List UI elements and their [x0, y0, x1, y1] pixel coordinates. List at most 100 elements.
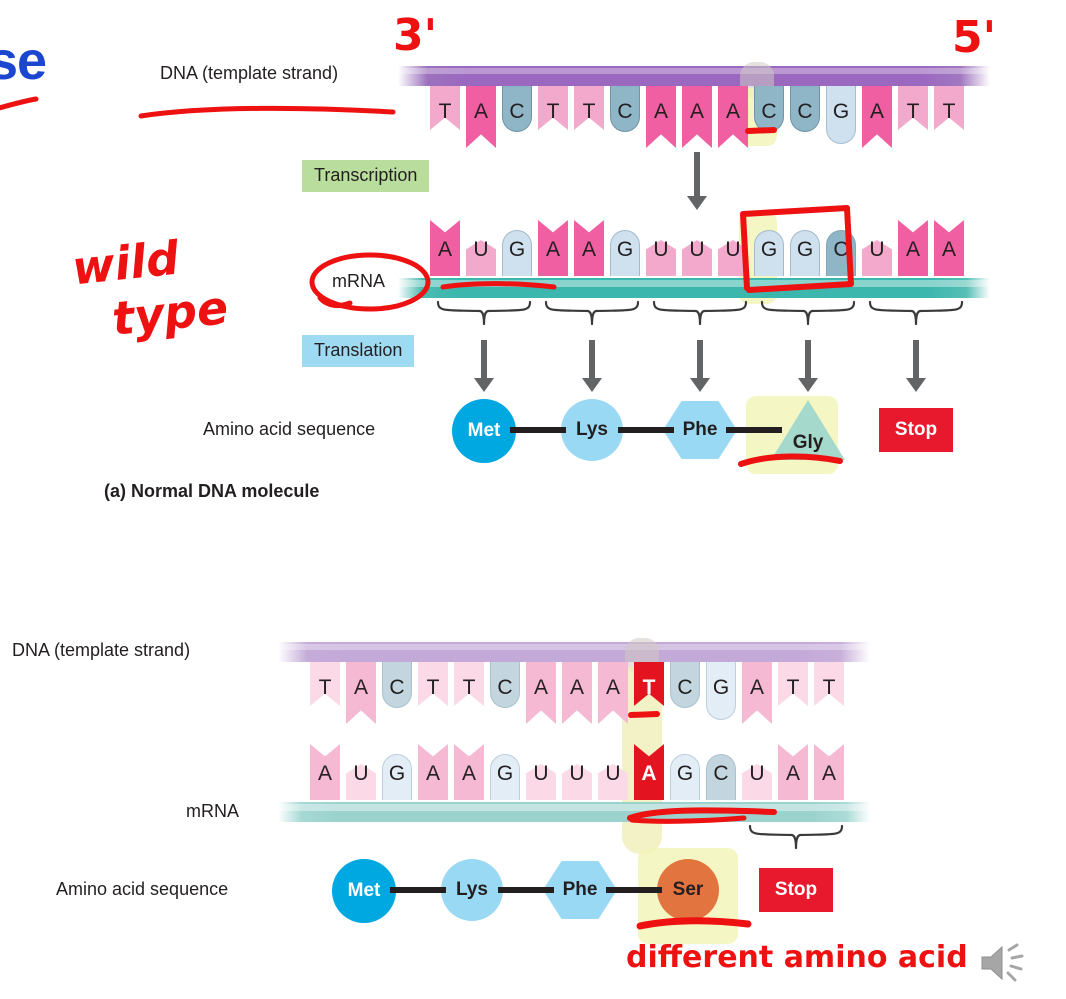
codon-brace-2 — [650, 300, 750, 328]
mrna-base-a-4: A — [454, 744, 484, 800]
amino-acid-label: Stop — [774, 879, 818, 900]
base-letter: C — [761, 99, 777, 123]
base-letter: A — [749, 675, 764, 699]
base-letter: A — [605, 675, 620, 699]
base-letter: C — [509, 99, 525, 123]
base-shape — [706, 662, 736, 720]
mrna-base-u-7: U — [562, 748, 592, 800]
base-letter: T — [318, 675, 332, 699]
base-letter: U — [533, 761, 549, 785]
base-letter: A — [653, 99, 668, 123]
base-letter: T — [906, 99, 920, 123]
amino-acid-stop: Stop — [879, 408, 953, 452]
dna-base-c-2: C — [502, 86, 532, 138]
translation-arrow-2 — [690, 340, 710, 394]
base-letter: U — [353, 761, 369, 785]
base-letter: G — [496, 761, 514, 785]
panel-a-dna-label: DNA (template strand) — [160, 63, 339, 83]
amino-acid-lys: Lys — [561, 399, 623, 461]
amino-acid-label: Lys — [575, 419, 609, 440]
base-letter: A — [641, 761, 657, 785]
panel-a-mrna-label: mRNA — [332, 271, 385, 291]
transcription-box: Transcription — [302, 160, 430, 192]
panel-b-dna-backbone — [278, 642, 870, 662]
dna-base-t-4: T — [574, 86, 604, 138]
base-letter: U — [569, 761, 585, 785]
mrna-base-u-1: U — [466, 224, 496, 276]
mrna-base-a-4: A — [574, 220, 604, 276]
amino-acid-met: Met — [452, 399, 516, 463]
dna-base-g-11: G — [706, 662, 736, 720]
base-shape — [670, 662, 700, 708]
mrna-base-a-14: A — [814, 744, 844, 800]
amino-acid-label: Phe — [562, 879, 598, 900]
base-letter: A — [533, 675, 548, 699]
dna-base-a-12: A — [862, 86, 892, 148]
mrna-base-u-8: U — [598, 748, 628, 800]
dna-base-a-6: A — [526, 662, 556, 724]
codon-brace-1 — [542, 300, 642, 328]
mrna-base-a-3: A — [418, 744, 448, 800]
annotation-different-amino-acid: different amino acid — [626, 940, 968, 975]
dna-base-t-9: T — [634, 662, 664, 714]
base-letter: C — [797, 99, 813, 123]
dna-base-a-1: A — [466, 86, 496, 148]
amino-acid-stop: Stop — [759, 868, 833, 912]
base-shape — [790, 86, 820, 132]
mrna-base-a-0: A — [430, 220, 460, 276]
dna-base-t-14: T — [934, 86, 964, 138]
base-shape — [706, 754, 736, 800]
base-letter: A — [545, 237, 560, 261]
panel-b-aa-label: Amino acid sequence — [56, 879, 229, 899]
translation-arrow-0 — [474, 340, 494, 394]
base-letter: C — [497, 675, 513, 699]
base-letter: G — [676, 761, 694, 785]
base-letter: C — [677, 675, 693, 699]
annotation-wild-type-line2: type — [109, 280, 231, 346]
base-letter: C — [833, 237, 849, 261]
translation-arrow-1 — [582, 340, 602, 394]
base-shape — [610, 86, 640, 132]
dna-base-t-14: T — [814, 662, 844, 714]
dna-base-a-1: A — [346, 662, 376, 724]
base-letter: A — [317, 761, 332, 785]
speaker-icon[interactable] — [976, 940, 1030, 991]
dna-base-t-0: T — [430, 86, 460, 138]
peptide-bond — [510, 427, 566, 433]
base-letter: T — [582, 99, 596, 123]
base-shape — [826, 86, 856, 144]
base-letter: C — [713, 761, 729, 785]
dna-base-c-5: C — [490, 662, 520, 714]
panel-a-aa-label: Amino acid sequence — [203, 419, 376, 439]
mrna-base-a-0: A — [310, 744, 340, 800]
mrna-base-u-8: U — [718, 224, 748, 276]
amino-acid-label: Phe — [682, 419, 718, 440]
base-shape — [610, 230, 640, 276]
ink-tick-title — [0, 96, 50, 116]
amino-acid-gly: Gly — [771, 400, 845, 460]
translation-arrow-4 — [906, 340, 926, 394]
base-letter: A — [569, 675, 584, 699]
base-shape — [490, 754, 520, 800]
codon-brace-4 — [866, 300, 966, 328]
base-letter: U — [605, 761, 621, 785]
dna-base-a-8: A — [718, 86, 748, 148]
base-letter: A — [437, 237, 452, 261]
base-shape — [382, 754, 412, 800]
base-shape — [382, 662, 412, 708]
base-letter: T — [462, 675, 476, 699]
dna-base-c-9: C — [754, 86, 784, 138]
base-letter: G — [796, 237, 814, 261]
translation-box: Translation — [302, 335, 415, 367]
base-letter: A — [869, 99, 884, 123]
dna-base-a-7: A — [682, 86, 712, 148]
base-letter: T — [786, 675, 800, 699]
dna-base-c-10: C — [670, 662, 700, 714]
amino-acid-label: Gly — [792, 432, 824, 453]
mrna-base-g-10: G — [670, 748, 700, 800]
base-letter: A — [905, 237, 920, 261]
amino-acid-lys: Lys — [441, 859, 503, 921]
